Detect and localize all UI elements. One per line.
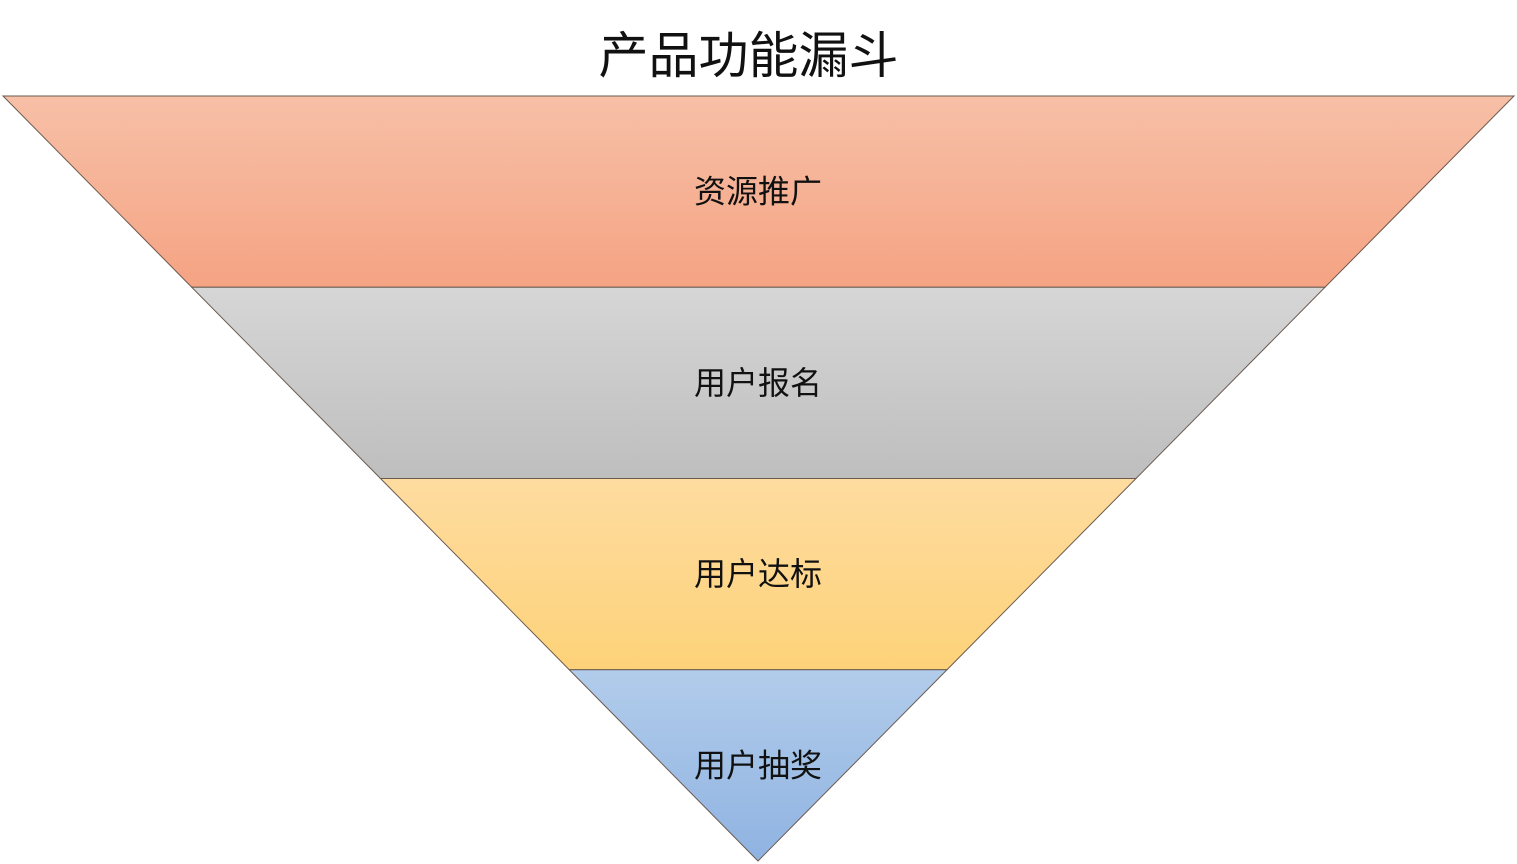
funnel-layer-label: 用户达标 — [694, 555, 822, 593]
funnel-layer-4 — [568, 669, 949, 862]
funnel-layer-label: 资源推广 — [694, 173, 822, 211]
diagram-title: 产品功能漏斗 — [598, 27, 899, 85]
funnel-layer-label: 用户抽奖 — [694, 746, 822, 784]
funnel-layer-label: 用户报名 — [694, 364, 822, 402]
